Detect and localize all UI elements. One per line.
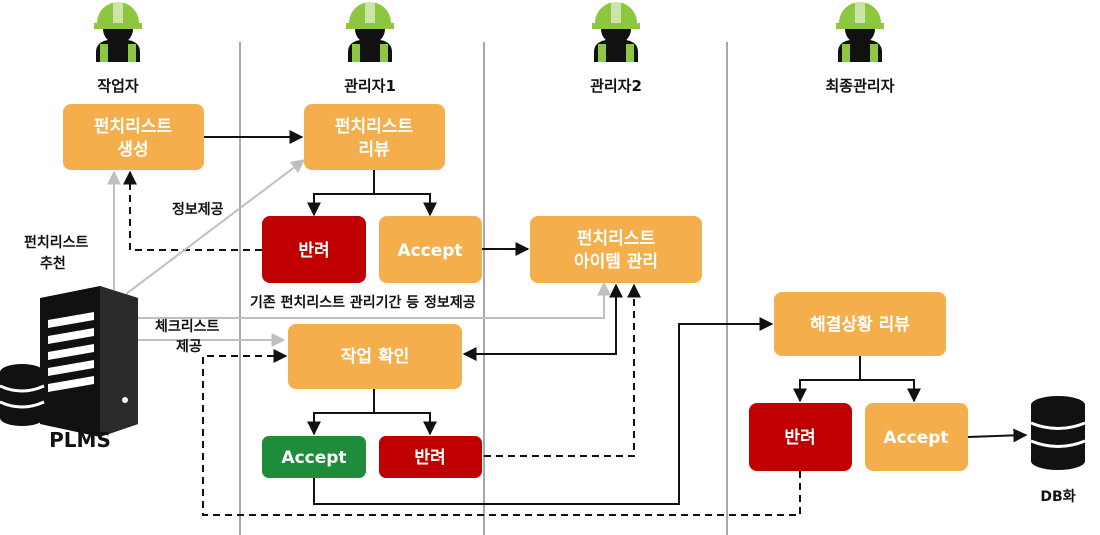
item-manage-box: 펀치리스트 아이템 관리	[530, 216, 702, 283]
note-existing-info: 기존 펀치리스트 관리기간 등 정보제공	[250, 294, 476, 311]
arrow-item-work-confirm	[462, 283, 623, 361]
note-checklist-provide: 체크리스트	[155, 319, 220, 335]
box-label: 반려	[784, 428, 815, 448]
work-confirm-box: 작업 확인	[288, 324, 462, 389]
reject-box-1: 반려	[262, 216, 366, 283]
worker-icon	[94, 1, 142, 62]
resolution-review-box: 해결상황 리뷰	[774, 292, 946, 356]
role-label-final-manager: 최종관리자	[825, 77, 894, 95]
create-punchlist-box: 펀치리스트 생성	[63, 104, 204, 170]
box-label: 생성	[117, 140, 148, 160]
arrow-plms-existing-info	[138, 281, 611, 319]
accept-box-1: Accept	[379, 216, 482, 283]
db-label: DB화	[1040, 489, 1075, 505]
box-label: Accept	[883, 428, 948, 448]
arrow-review-to-accept	[374, 193, 437, 217]
box-label: 반려	[414, 448, 445, 468]
worker-icon	[346, 1, 394, 62]
arrow-reject3-to-confirm	[202, 349, 801, 516]
box-label: Accept	[281, 448, 346, 468]
arrow-review-to-decision	[307, 170, 375, 217]
arrow-accept2-to-resolution	[313, 317, 774, 505]
note-info-provide: 정보제공	[172, 201, 224, 218]
worker-icon	[592, 1, 640, 62]
arrow-reject2-to-item	[484, 283, 641, 457]
plms-label: PLMS	[49, 428, 111, 452]
box-label: 해결상황 리뷰	[810, 315, 910, 335]
box-label: 반려	[298, 241, 329, 261]
database-icon	[1030, 396, 1086, 470]
box-label: 펀치리스트	[94, 117, 173, 137]
box-label: 리뷰	[358, 140, 390, 160]
box-label: 펀치리스트	[577, 229, 656, 249]
note-punchlist-recommend: 추천	[40, 256, 66, 272]
arrow-confirm-to-accept2	[307, 389, 375, 436]
reject-box-2: 반려	[379, 436, 482, 478]
box-label: Accept	[397, 241, 462, 261]
role-label-worker: 작업자	[97, 77, 139, 95]
server-icon	[40, 286, 138, 437]
arrow-accept3-to-db	[967, 428, 1028, 443]
note-checklist-provide: 제공	[176, 339, 202, 355]
arrow-plms-info-review	[125, 159, 306, 295]
database-icon	[0, 364, 45, 426]
arrow-confirm-to-reject2	[374, 412, 437, 436]
accept-box-2: Accept	[262, 436, 366, 478]
box-label: 아이템 관리	[574, 252, 658, 272]
accept-box-3: Accept	[865, 403, 968, 471]
box-label: 작업 확인	[341, 347, 409, 367]
box-label: 펀치리스트	[335, 117, 414, 137]
review-punchlist-box: 펀치리스트 리뷰	[304, 104, 445, 170]
role-label-manager2: 관리자2	[590, 77, 642, 95]
arrow-resolution-to-accept3	[860, 379, 921, 403]
arrow-reject1-to-create	[123, 170, 262, 251]
reject-box-3: 반려	[749, 403, 852, 471]
worker-icon	[836, 1, 884, 62]
arrow-resolution-to-reject3	[793, 356, 861, 403]
note-punchlist-recommend: 펀치리스트	[24, 235, 89, 251]
role-label-manager1: 관리자1	[344, 77, 396, 95]
